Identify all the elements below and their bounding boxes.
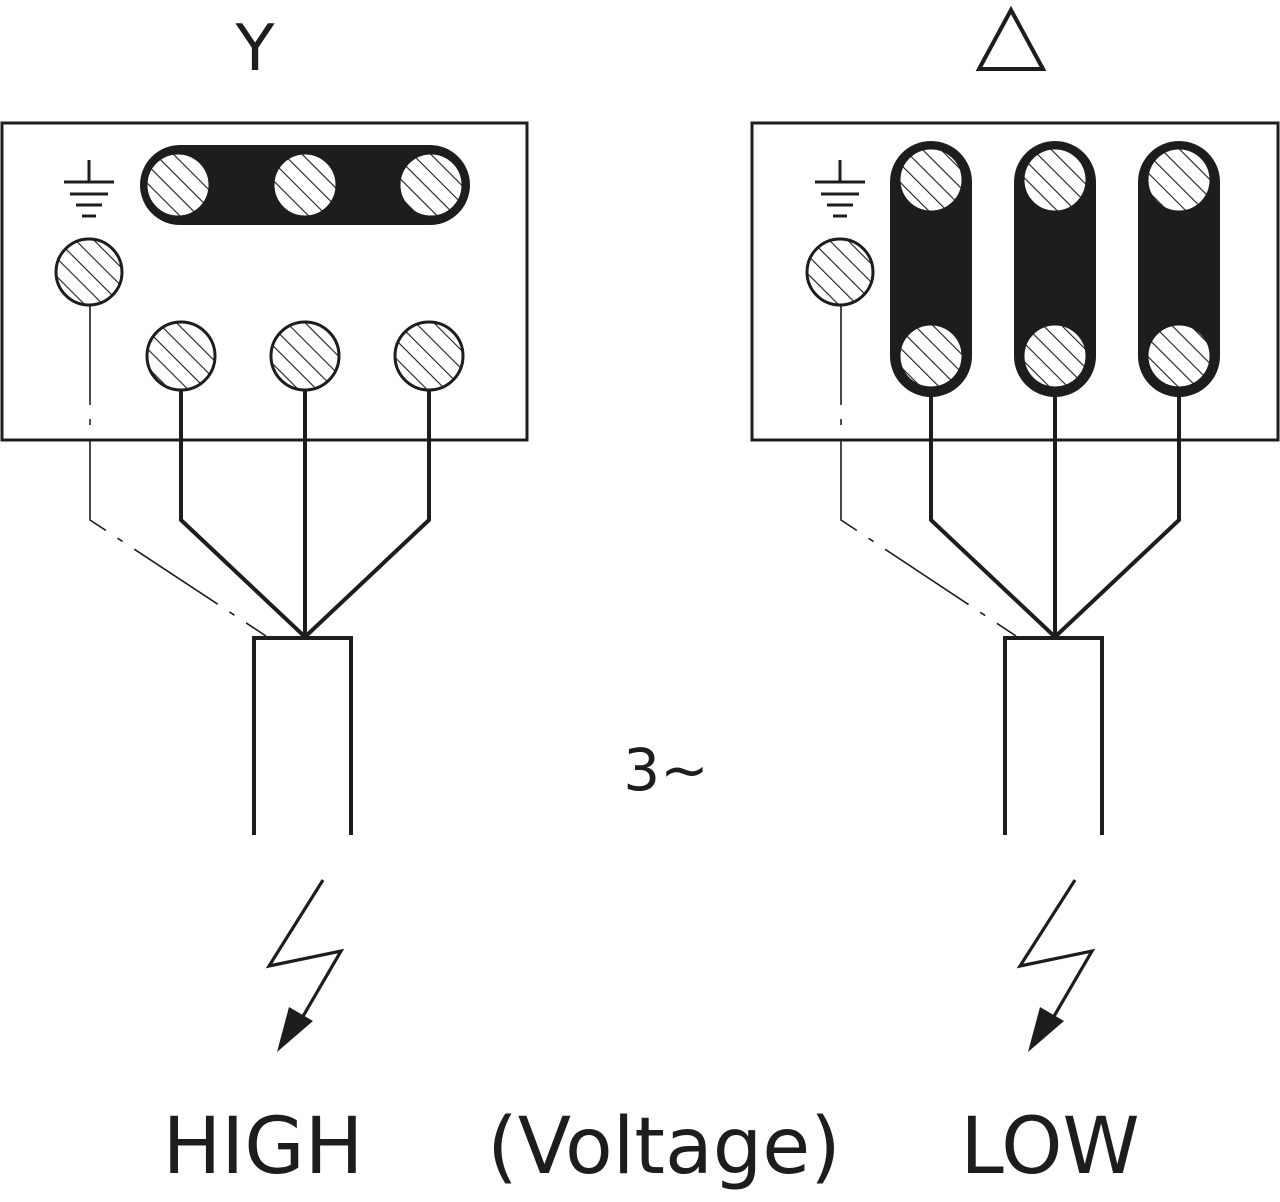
ground-icon bbox=[815, 160, 865, 218]
ground-terminal bbox=[805, 237, 875, 307]
star-connection-panel: Y bbox=[0, 12, 529, 1192]
delta-terminal-box bbox=[750, 121, 1280, 442]
earth-wire bbox=[89, 305, 267, 637]
terminal-screw bbox=[1021, 322, 1089, 390]
star-terminal-box bbox=[0, 121, 529, 442]
terminal-screw bbox=[897, 322, 965, 390]
terminal-screw bbox=[1145, 146, 1213, 214]
delta-symbol: Δ bbox=[975, 5, 1047, 71]
phase-wires bbox=[179, 390, 431, 638]
three-phase-label: 3~ bbox=[623, 736, 709, 804]
terminal-screw bbox=[269, 320, 341, 392]
terminal-screw bbox=[144, 151, 212, 219]
high-voltage-label: HIGH bbox=[163, 1102, 364, 1192]
phase-wires bbox=[929, 396, 1181, 638]
ground-icon bbox=[64, 160, 114, 218]
voltage-label: (Voltage) bbox=[487, 1102, 840, 1192]
cable-sheath bbox=[252, 636, 353, 835]
earth-wire bbox=[840, 305, 1017, 637]
terminal-screw bbox=[897, 146, 965, 214]
cable-sheath bbox=[1003, 636, 1104, 835]
delta-connection-panel: Δ bbox=[750, 5, 1280, 1192]
terminal-screw bbox=[1021, 146, 1089, 214]
ground-terminal bbox=[54, 237, 124, 307]
terminal-screw bbox=[397, 151, 465, 219]
star-symbol: Y bbox=[234, 12, 275, 86]
terminal-screw bbox=[393, 320, 465, 392]
low-voltage-label: LOW bbox=[960, 1102, 1139, 1192]
terminal-screw bbox=[271, 151, 339, 219]
terminal-screw bbox=[1145, 322, 1213, 390]
supply-lightning-icon bbox=[265, 879, 345, 1052]
supply-lightning-icon bbox=[1016, 879, 1096, 1052]
terminal-screw bbox=[145, 320, 217, 392]
